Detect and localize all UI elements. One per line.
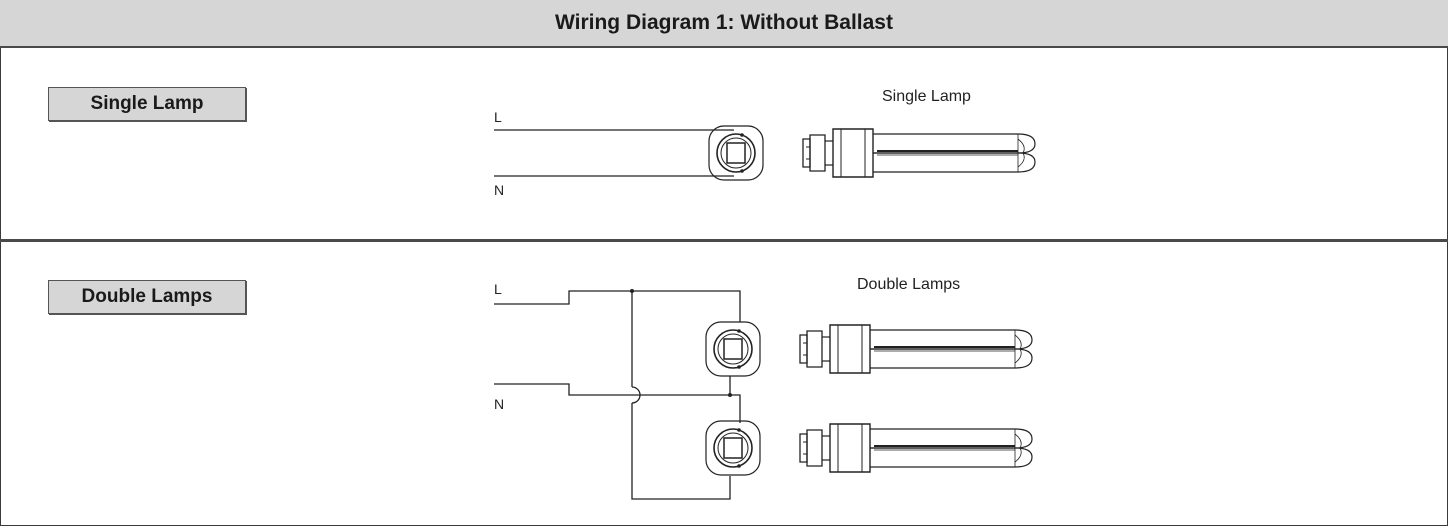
section-tag-single-lamp: Single Lamp (48, 87, 246, 121)
double-lower-holder (705, 420, 761, 476)
double-upper-holder (705, 321, 761, 377)
double-wiring (494, 290, 741, 500)
section-divider (0, 239, 1448, 242)
page-title: Wiring Diagram 1: Without Ballast (0, 0, 1448, 48)
single-neutral-label: N (494, 182, 504, 198)
double-line-label: L (494, 281, 502, 297)
double-upper-lamp (799, 324, 1033, 374)
single-lamp (802, 128, 1036, 178)
section-tag-double-lamps: Double Lamps (48, 280, 246, 314)
single-lamp-holder (708, 125, 764, 181)
single-line-label: L (494, 109, 502, 125)
single-lamp-caption: Single Lamp (882, 88, 971, 105)
double-lower-lamp (799, 423, 1033, 473)
double-neutral-label: N (494, 396, 504, 412)
double-lamps-caption: Double Lamps (857, 276, 960, 293)
